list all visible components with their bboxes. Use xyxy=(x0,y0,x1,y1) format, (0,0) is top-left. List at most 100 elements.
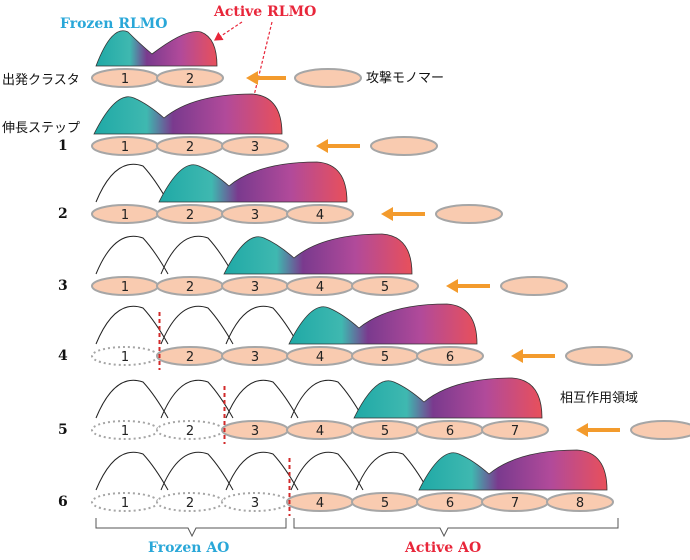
attacking-monomer xyxy=(294,68,362,88)
rlmo-outline-1 xyxy=(95,451,169,491)
active-rlmo-shape xyxy=(353,377,543,419)
monomer-number: 2 xyxy=(186,350,194,365)
interaction-region-label: 相互作用領域 xyxy=(560,390,638,406)
monomer-number: 3 xyxy=(251,208,259,223)
row-2: 1 2 3 4 2 xyxy=(58,161,503,224)
rlmo-outline-4 xyxy=(290,451,364,491)
rlmo-outline-2 xyxy=(160,235,234,275)
active-monomer xyxy=(416,346,484,366)
incoming-monomer xyxy=(370,136,438,156)
frozen-rlmo-label: Frozen RLMO xyxy=(60,16,168,32)
rlmo-outline-3 xyxy=(225,305,299,345)
monomer-number: 3 xyxy=(251,350,259,365)
monomer-number: 2 xyxy=(186,72,194,87)
active-rlmo-shape xyxy=(223,233,413,275)
attack-arrow-head xyxy=(246,71,258,85)
rlmo-outline-2 xyxy=(160,379,234,419)
monomer-number: 1 xyxy=(121,424,129,439)
rlmo-outline-4 xyxy=(290,379,364,419)
active-ao-label: Active AO xyxy=(404,540,481,556)
row-4: 1 2 3 4 5 6 4 xyxy=(58,303,633,370)
row-5: 1 2 3 4 5 6 7 5 xyxy=(58,377,690,444)
monomer-number: 4 xyxy=(316,350,324,365)
monomer-number: 5 xyxy=(381,496,389,511)
active-monomer xyxy=(286,204,354,224)
active-rlmo-connector-1 xyxy=(214,21,243,41)
frozen-ao-brace xyxy=(95,518,287,538)
monomer-number: 1 xyxy=(121,208,129,223)
rlmo-outline-2 xyxy=(160,451,234,491)
monomer-number: 2 xyxy=(186,208,194,223)
active-monomer xyxy=(481,420,549,440)
rlmo-outline-3 xyxy=(225,451,299,491)
monomer-number: 7 xyxy=(511,424,519,439)
monomer-number: 8 xyxy=(576,496,584,511)
monomer-number: 4 xyxy=(316,280,324,295)
active-monomer xyxy=(156,68,224,88)
monomer-number: 3 xyxy=(251,280,259,295)
monomer-number: 1 xyxy=(121,350,129,365)
rlmo-outline-2 xyxy=(160,305,234,345)
monomer-number: 6 xyxy=(446,496,454,511)
initial-cluster-label: 出発クラスタ xyxy=(2,73,80,88)
attacking-monomer-label: 攻撃モノマー xyxy=(366,70,444,86)
active-rlmo-shape xyxy=(93,93,283,135)
incoming-monomer xyxy=(500,276,568,296)
monomer-number: 4 xyxy=(316,424,324,439)
monomer-number: 2 xyxy=(186,496,194,511)
active-monomer xyxy=(351,276,419,296)
monomer-number: 4 xyxy=(316,496,324,511)
monomer-number: 5 xyxy=(381,424,389,439)
monomer-number: 3 xyxy=(251,496,259,511)
active-rlmo-label: Active RLMO xyxy=(213,4,316,20)
rlmo-outline-1 xyxy=(95,379,169,419)
step-number: 4 xyxy=(58,348,68,364)
step-number: 5 xyxy=(58,422,68,438)
monomer-number: 6 xyxy=(446,350,454,365)
monomer-number: 2 xyxy=(186,424,194,439)
attack-arrow-head xyxy=(446,279,458,293)
monomer-number: 5 xyxy=(381,350,389,365)
growth-step-label: 伸長ステップ xyxy=(2,121,80,136)
monomer-number: 5 xyxy=(381,280,389,295)
active-rlmo-shape xyxy=(418,449,608,491)
attack-arrow-head xyxy=(316,139,328,153)
rlmo-outline-1 xyxy=(95,305,169,345)
active-monomer xyxy=(221,136,289,156)
active-rlmo-shape xyxy=(288,303,478,345)
frozen-ao-label: Frozen AO xyxy=(148,540,229,556)
monomer-number: 7 xyxy=(511,496,519,511)
incoming-monomer xyxy=(630,420,690,440)
step-number: 1 xyxy=(58,138,68,154)
step-number: 2 xyxy=(58,206,68,222)
step-number: 3 xyxy=(58,278,68,294)
active-monomer xyxy=(546,492,614,512)
rlmo-outline-3 xyxy=(225,379,299,419)
incoming-monomer xyxy=(565,346,633,366)
monomer-number: 3 xyxy=(251,140,259,155)
attack-arrow-head xyxy=(381,207,393,221)
monomer-number: 3 xyxy=(251,424,259,439)
step-number: 6 xyxy=(58,494,68,510)
attack-arrow-head xyxy=(511,349,523,363)
row-6: 1 2 3 4 5 6 7 8 6 xyxy=(58,449,614,516)
monomer-number: 2 xyxy=(186,140,194,155)
monomer-number: 1 xyxy=(121,280,129,295)
monomer-number: 1 xyxy=(121,72,129,87)
monomer-number: 6 xyxy=(446,424,454,439)
active-rlmo-shape xyxy=(158,161,348,203)
rlmo-outline-1 xyxy=(95,235,169,275)
monomer-number: 2 xyxy=(186,280,194,295)
rlmo-outline-5 xyxy=(355,451,429,491)
monomer-number: 1 xyxy=(121,496,129,511)
active-ao-brace xyxy=(293,518,619,538)
row-3: 1 2 3 4 5 3 xyxy=(58,233,568,296)
monomer-number: 4 xyxy=(316,208,324,223)
initial-rlmo-shape xyxy=(95,30,218,67)
rlmo-outline-1 xyxy=(95,163,169,203)
attack-arrow-head xyxy=(576,423,588,437)
